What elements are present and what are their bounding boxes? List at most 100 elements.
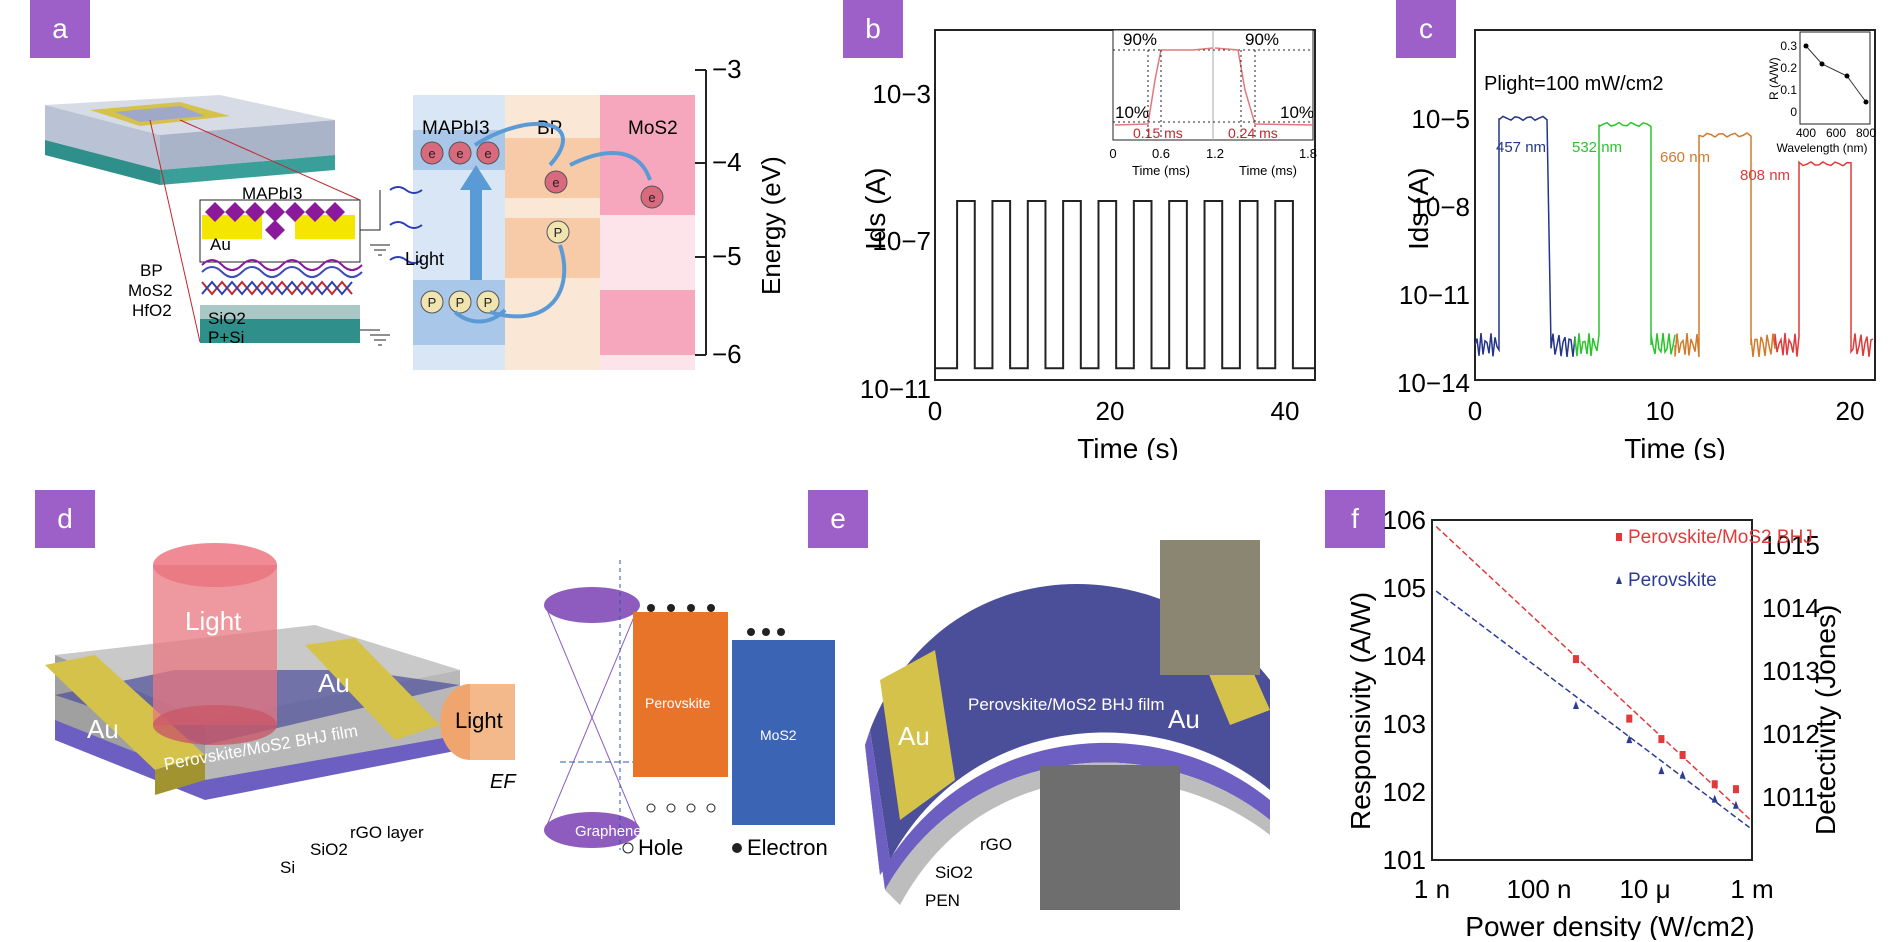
label-hfo2: HfO2 bbox=[132, 301, 172, 320]
label-psi: P+Si bbox=[208, 328, 244, 347]
svg-text:Time (ms): Time (ms) bbox=[1239, 163, 1297, 178]
svg-text:0.6: 0.6 bbox=[1152, 146, 1170, 161]
panel-d-diagram: Light Au Au Perovskite/MoS2 BHJ film rGO… bbox=[45, 543, 835, 877]
c-trace-660-nm bbox=[1674, 132, 1776, 357]
svg-text:20: 20 bbox=[1836, 396, 1865, 426]
f-point-bhj bbox=[1572, 655, 1579, 664]
f-point-pvk bbox=[1679, 770, 1686, 779]
svg-text:10 μ: 10 μ bbox=[1619, 874, 1670, 904]
f-left-tick: 101 bbox=[1383, 845, 1426, 875]
f-xlabel: Power density (W/cm2) bbox=[1465, 911, 1754, 940]
svg-text:0.24 ms: 0.24 ms bbox=[1228, 125, 1278, 141]
svg-text:100 n: 100 n bbox=[1506, 874, 1571, 904]
panel-b-chart: 10−3 10−7 10−11 0 20 40 Time (s) Ids (A)… bbox=[860, 29, 1317, 460]
f-left-tick: 105 bbox=[1383, 573, 1426, 603]
svg-text:0.15 ms: 0.15 ms bbox=[1133, 125, 1183, 141]
svg-text:0.3: 0.3 bbox=[1780, 39, 1797, 53]
svg-text:Wavelength (nm): Wavelength (nm) bbox=[1777, 141, 1868, 155]
svg-text:90%: 90% bbox=[1245, 30, 1279, 49]
c-inset: 0.3 0.2 0.1 0 R (A/W) 400 600 800 Wavele… bbox=[1767, 31, 1876, 155]
f-fit-pvk bbox=[1435, 590, 1751, 829]
b-ytick-1: 10−7 bbox=[872, 226, 931, 256]
svg-text:P: P bbox=[484, 295, 493, 310]
f-right-tick: 1012 bbox=[1762, 719, 1820, 749]
e-sio2-label: SiO2 bbox=[935, 863, 973, 882]
b-ylabel: Ids (A) bbox=[860, 168, 891, 250]
band-col-mapbi3: MAPbI3 bbox=[422, 118, 490, 139]
f-point-bhj bbox=[1711, 780, 1718, 789]
b-xtick-2: 40 bbox=[1271, 396, 1300, 426]
d-ef-label: EF bbox=[490, 771, 517, 793]
f-point-pvk bbox=[1732, 800, 1739, 809]
e-film-label: Perovskite/MoS2 BHJ film bbox=[968, 695, 1165, 714]
svg-text:P: P bbox=[428, 295, 437, 310]
label-mos2: MoS2 bbox=[128, 281, 172, 300]
panel-c-chart: 10−5 10−8 10−11 10−14 0 10 20 Time (s) I… bbox=[1397, 29, 1876, 460]
svg-text:1 m: 1 m bbox=[1730, 874, 1773, 904]
c-wave-660: 660 nm bbox=[1660, 149, 1710, 166]
f-point-pvk bbox=[1711, 794, 1718, 803]
b-inset: 90% 90% 10% 10% 0.15 ms 0.24 ms 0 0.6 1.… bbox=[1109, 29, 1317, 178]
tick-a-4: −4 bbox=[712, 147, 742, 177]
c-ytick-0: 10−5 bbox=[1411, 104, 1470, 134]
svg-text:10: 10 bbox=[1646, 396, 1675, 426]
d-perovskite-label: Perovskite bbox=[645, 695, 711, 711]
b-ytick-2: 10−11 bbox=[860, 374, 931, 404]
d-au-left: Au bbox=[87, 714, 119, 744]
svg-text:600: 600 bbox=[1826, 126, 1846, 140]
svg-text:1 n: 1 n bbox=[1414, 874, 1450, 904]
band-col-mos2: MoS2 bbox=[628, 118, 678, 139]
label-sio2: SiO2 bbox=[208, 309, 246, 328]
svg-text:400: 400 bbox=[1796, 126, 1816, 140]
f-right-tick: 1011 bbox=[1762, 782, 1818, 812]
svg-text:R (A/W): R (A/W) bbox=[1767, 57, 1781, 100]
d-au-right: Au bbox=[318, 668, 350, 698]
f-right-tick: 1014 bbox=[1762, 593, 1820, 623]
d-si-label: Si bbox=[280, 858, 295, 877]
svg-text:1.8: 1.8 bbox=[1299, 146, 1317, 161]
svg-text:1.2: 1.2 bbox=[1206, 146, 1224, 161]
b-xtick-0: 0 bbox=[928, 396, 942, 426]
c-ytick-3: 10−14 bbox=[1397, 368, 1470, 398]
svg-text:0: 0 bbox=[1468, 396, 1482, 426]
tick-a-3: −3 bbox=[712, 54, 742, 84]
svg-text:0: 0 bbox=[1109, 146, 1116, 161]
panel-label-b: b bbox=[843, 0, 903, 58]
svg-text:P: P bbox=[554, 225, 563, 240]
f-point-pvk bbox=[1572, 701, 1579, 710]
f-legend-bhj: Perovskite/MoS2 BHJ bbox=[1628, 527, 1813, 548]
label-mapbi3: MAPbI3 bbox=[242, 184, 302, 203]
svg-text:e: e bbox=[484, 146, 491, 161]
f-legend-marker-pvk bbox=[1616, 576, 1622, 584]
tick-a-6: −6 bbox=[712, 339, 742, 369]
label-bp: BP bbox=[140, 261, 163, 280]
c-trace-532-nm bbox=[1574, 121, 1676, 357]
svg-text:e: e bbox=[428, 146, 435, 161]
c-ytick-2: 10−11 bbox=[1399, 280, 1470, 310]
b-ytick-0: 10−3 bbox=[872, 79, 931, 109]
svg-text:800: 800 bbox=[1856, 126, 1876, 140]
c-photoresponse-traces bbox=[1474, 115, 1874, 358]
svg-text:10%: 10% bbox=[1280, 103, 1314, 122]
d-rgo-label: rGO layer bbox=[350, 823, 424, 842]
d-light-label: Light bbox=[185, 606, 242, 636]
c-wave-808: 808 nm bbox=[1740, 167, 1790, 184]
d-sio2-label: SiO2 bbox=[310, 840, 348, 859]
f-right-tick: 1013 bbox=[1762, 656, 1820, 686]
svg-text:P: P bbox=[456, 295, 465, 310]
label-light-a: Light bbox=[405, 249, 444, 269]
svg-text:90%: 90% bbox=[1123, 30, 1157, 49]
f-point-pvk bbox=[1658, 766, 1665, 775]
svg-text:e: e bbox=[648, 190, 655, 205]
f-data bbox=[1435, 526, 1751, 829]
panel-label-e: e bbox=[808, 490, 868, 548]
f-left-tick: 104 bbox=[1383, 641, 1426, 671]
c-ytick-1: 10−8 bbox=[1411, 192, 1470, 222]
energy-axis-label: Energy (eV) bbox=[756, 156, 786, 295]
panel-label-a: a bbox=[30, 0, 90, 58]
panel-label-d: d bbox=[35, 490, 95, 548]
f-point-bhj bbox=[1658, 735, 1665, 744]
b-photoresponse-trace bbox=[935, 200, 1315, 370]
d-electron-label: Electron bbox=[747, 835, 828, 860]
